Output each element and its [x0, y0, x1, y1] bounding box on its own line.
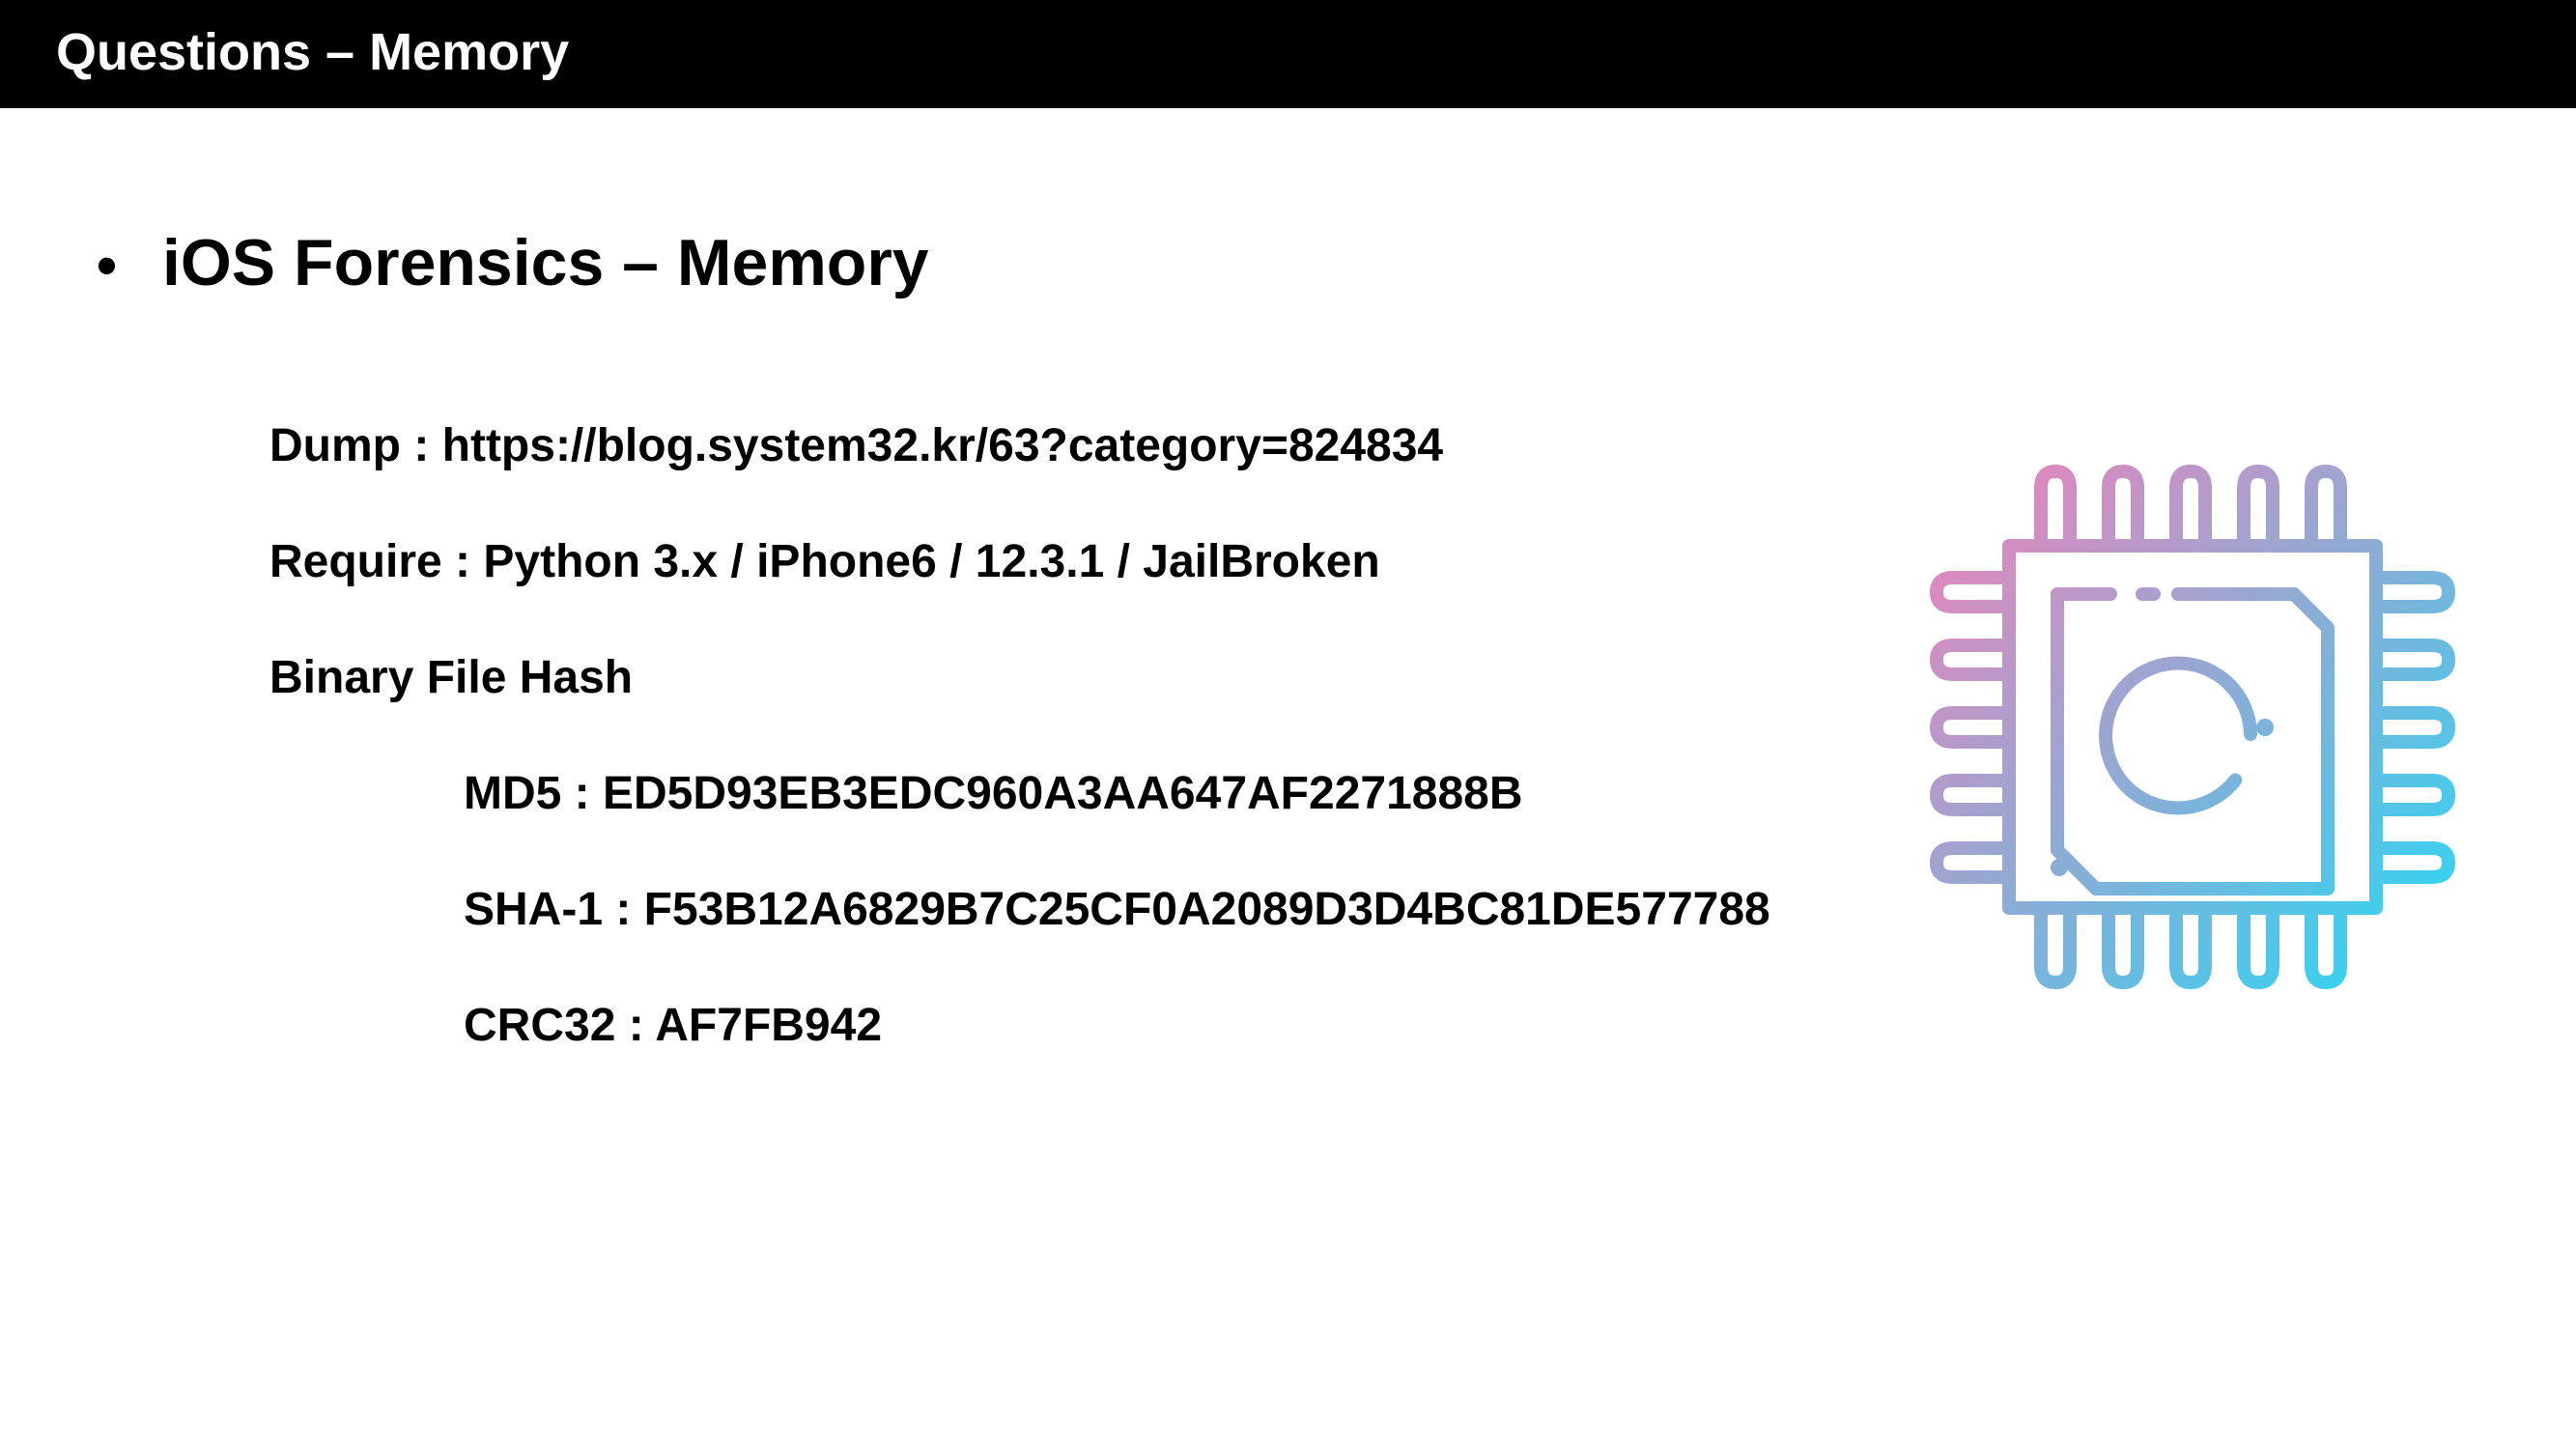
- cpu-chip-icon: [1930, 465, 2455, 989]
- sha1-line: SHA-1 : F53B12A6829B7C25CF0A2089D3D4BC81…: [464, 884, 1770, 935]
- crc32-line: CRC32 : AF7FB942: [464, 1000, 883, 1051]
- bullet: •: [97, 233, 118, 298]
- dump-line: Dump : https://blog.system32.kr/63?categ…: [269, 420, 1444, 471]
- md5-line: MD5 : ED5D93EB3EDC960A3AA647AF2271888B: [464, 768, 1523, 819]
- hash-title: Binary File Hash: [269, 652, 634, 703]
- section-heading-text: iOS Forensics – Memory: [162, 226, 929, 299]
- section-heading: • iOS Forensics – Memory: [97, 224, 929, 304]
- require-line: Require : Python 3.x / iPhone6 / 12.3.1 …: [269, 536, 1380, 587]
- title-bar: Questions – Memory: [0, 0, 2576, 108]
- page-title: Questions – Memory: [56, 23, 570, 81]
